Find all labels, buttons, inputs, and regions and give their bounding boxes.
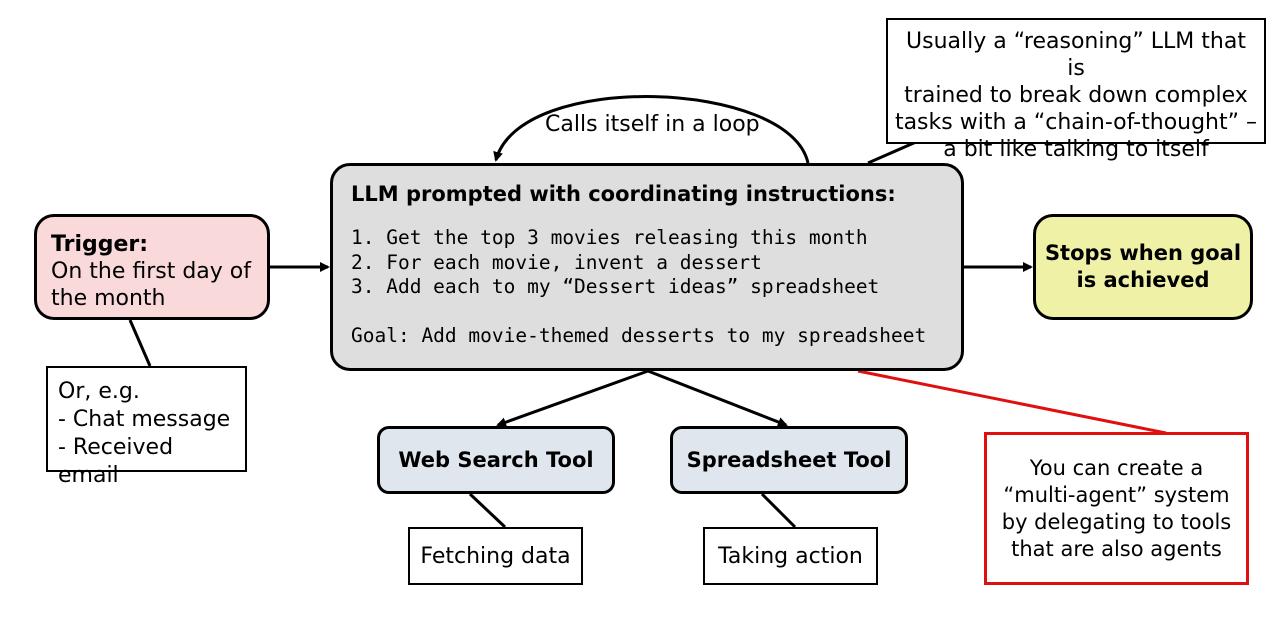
multi-agent-line-4: that are also agents [1011,536,1222,561]
multi-agent-line-3: by delegating to tools [1001,509,1232,534]
stops-box: Stops when goal is achieved [1033,214,1253,320]
loop-label: Calls itself in a loop [545,112,760,137]
trigger-title: Trigger: [51,232,149,257]
main-to-sheet-arrow [647,369,788,427]
llm-instructions-title: LLM prompted with coordinating instructi… [351,182,896,206]
trigger-line-2: the month [51,286,166,311]
trigger-to-alternatives-line [128,319,152,367]
main-to-web-arrow [496,369,649,427]
spreadsheet-tool: Spreadsheet Tool [670,426,908,494]
reasoning-line-2: trained to break down complex [904,83,1248,108]
multi-agent-note: You can create a “multi-agent” system by… [984,432,1249,585]
taking-action-label: Taking action [703,527,878,585]
multi-agent-line-1: You can create a [1029,455,1204,480]
trigger-box: Trigger: On the first day of the month [34,214,270,320]
reasoning-connector [867,140,917,165]
instruction-step-1: 1. Get the top 3 movies releasing this m… [351,226,868,249]
reasoning-line-4: a bit like talking to itself [943,137,1209,162]
stops-line-1: Stops when goal [1044,241,1242,265]
reasoning-line-3: tasks with a “chain-of-thought” – [894,110,1258,135]
fetching-data-label: Fetching data [408,527,583,585]
stops-line-2: is achieved [1076,268,1210,292]
trigger-line-1: On the first day of [51,259,251,284]
web-to-fetch-line [468,492,507,529]
alternatives-line-3: - Received email [58,435,174,488]
alternatives-line-2: - Chat message [58,407,231,432]
instruction-goal: Goal: Add movie-themed desserts to my sp… [351,323,927,347]
reasoning-line-1: Usually a “reasoning” LLM that is [906,29,1246,81]
alternatives-box: Or, e.g. - Chat message - Received email [46,366,247,488]
multi-agent-connector [857,369,1167,435]
alternatives-line-1: Or, e.g. [58,379,140,404]
sheet-to-taking-line [760,492,797,529]
multi-agent-line-2: “multi-agent” system [1003,482,1230,507]
llm-instructions-box: LLM prompted with coordinating instructi… [330,163,964,371]
loop-arrow [493,95,810,164]
instruction-step-3: 3. Add each to my “Dessert ideas” spread… [351,275,880,298]
instruction-step-2: 2. For each movie, invent a dessert [351,250,762,274]
web-search-tool: Web Search Tool [377,426,615,494]
reasoning-note: Usually a “reasoning” LLM that is traine… [886,18,1266,162]
